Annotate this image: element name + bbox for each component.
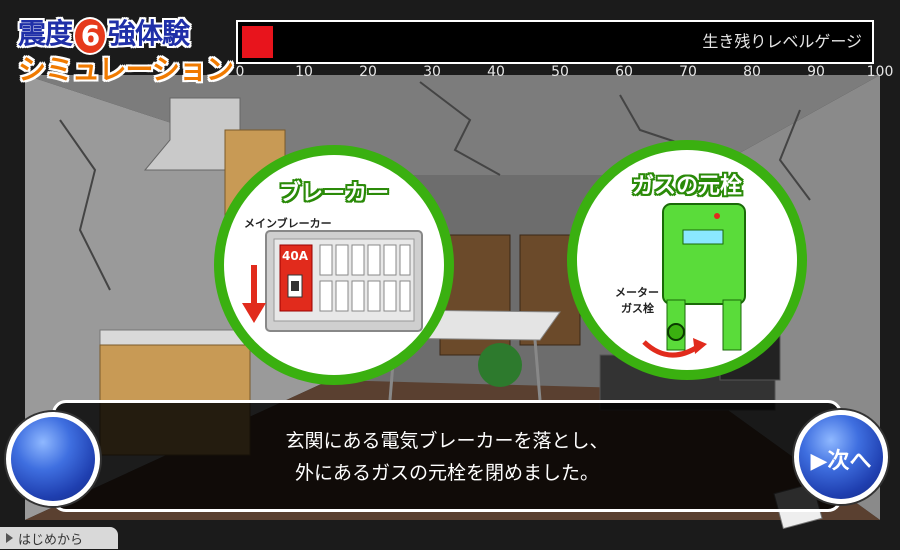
logo-number-badge: 6: [73, 17, 108, 55]
gauge-tick-label: 50: [551, 64, 569, 80]
gauge-fill: [242, 26, 273, 58]
play-arrow-icon: ▶: [810, 449, 828, 474]
restart-label: はじめから: [18, 533, 84, 548]
gas-meter-icon: [662, 203, 746, 351]
gauge-tick-label: 0: [235, 64, 245, 80]
next-text: 次へ: [827, 449, 872, 474]
logo-title-suffix: 強体験: [108, 17, 190, 50]
down-arrow-icon: [242, 265, 266, 323]
gauge-tick-label: 20: [359, 64, 377, 80]
left-orb-button[interactable]: [6, 412, 100, 506]
message-line-2: 外にあるガスの元栓を閉めました。: [294, 462, 599, 484]
play-arrow-icon: [6, 533, 13, 543]
ampere-label: 40A: [282, 249, 308, 263]
gauge-tick-label: 30: [423, 64, 441, 80]
main-breaker-label: メインブレーカー: [244, 217, 332, 230]
gauge-ticks: 0 10 20 30 40 50 60 70 80 90 100: [228, 64, 898, 84]
gauge-label: 生き残りレベルゲージ: [702, 32, 862, 51]
gauge-tick-label: 10: [295, 64, 313, 80]
breaker-callout: ブレーカー メインブレーカー 40A: [214, 145, 454, 385]
gauge-tick-label: 60: [615, 64, 633, 80]
next-button-label: ▶次へ: [799, 443, 883, 475]
breaker-panel-icon: [265, 230, 423, 332]
gauge-tick-label: 70: [679, 64, 697, 80]
restart-button[interactable]: はじめから: [0, 527, 118, 549]
gauge-tick-label: 100: [866, 64, 894, 80]
gas-valve-title: ガスの元栓: [631, 174, 742, 199]
message-line-1: 玄関にある電気ブレーカーを落とし、: [285, 430, 609, 452]
message-panel: 玄関にある電気ブレーカーを落とし、 外にあるガスの元栓を閉めました。: [52, 400, 842, 512]
gas-cock-label: ガス栓: [621, 302, 654, 315]
breaker-title: ブレーカー: [278, 181, 389, 206]
next-button[interactable]: ▶次へ: [794, 410, 888, 504]
meter-label: メーター: [615, 286, 659, 299]
gauge-tick-label: 80: [743, 64, 761, 80]
rotate-arrow-icon: [642, 338, 707, 358]
logo-title-prefix: 震度: [18, 17, 73, 50]
gas-valve-callout: ガスの元栓 メーター ガス栓: [567, 140, 807, 380]
message-text: 玄関にある電気ブレーカーを落とし、 外にあるガスの元栓を閉めました。: [55, 425, 839, 489]
gauge-tick-label: 90: [807, 64, 825, 80]
gauge-tick-label: 40: [487, 64, 505, 80]
survival-level-gauge: 生き残りレベルゲージ: [236, 20, 874, 64]
logo-title-line2: シミュレーション: [18, 53, 234, 86]
